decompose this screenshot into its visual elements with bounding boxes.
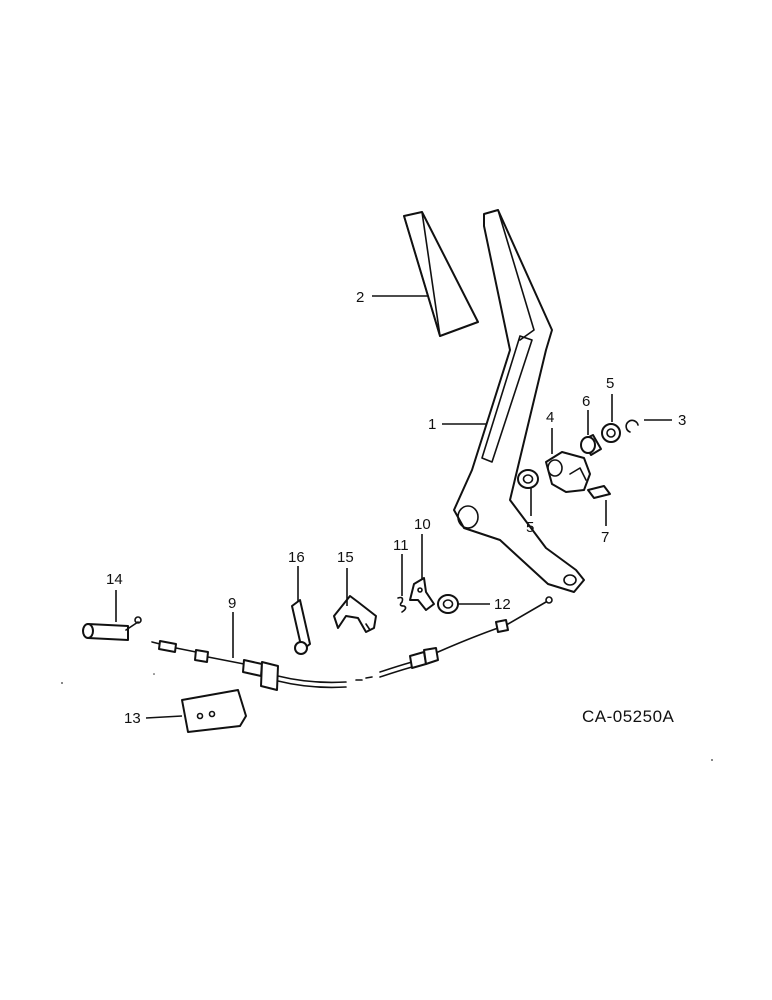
callout-13: 13 (124, 710, 141, 727)
key (587, 485, 611, 499)
bushing-lower (517, 469, 539, 489)
retaining-ring (625, 419, 639, 433)
callout-5-upper: 5 (606, 375, 614, 392)
callout-14: 14 (106, 571, 123, 588)
callout-2: 2 (356, 289, 364, 306)
grommet (437, 594, 459, 614)
throttle-cable (151, 596, 553, 691)
pedal-lever (453, 209, 585, 593)
bushing-upper (601, 423, 621, 443)
handle-pin (82, 616, 142, 641)
callouts: 1 2 3 4 5 5 6 7 9 10 11 12 13 14 15 16 (106, 289, 686, 727)
callout-5-lower: 5 (526, 519, 534, 536)
callout-16: 16 (288, 549, 305, 566)
leader-lines (115, 295, 672, 719)
mounting-plate (181, 689, 247, 733)
callout-9: 9 (228, 595, 236, 612)
cable-clamp (291, 599, 311, 655)
spring (397, 596, 407, 613)
sleeve (580, 434, 602, 456)
cable-bracket (333, 595, 377, 633)
callout-10: 10 (414, 516, 431, 533)
callout-12: 12 (494, 596, 511, 613)
callout-6: 6 (582, 393, 590, 410)
callout-7: 7 (601, 529, 609, 546)
pedal-pad (403, 211, 479, 337)
pivot-bracket (545, 451, 591, 493)
callout-15: 15 (337, 549, 354, 566)
callout-4: 4 (546, 409, 554, 426)
callout-3: 3 (678, 412, 686, 429)
clip (409, 577, 435, 611)
callout-11: 11 (393, 537, 409, 554)
drawing-code: CA-05250A (582, 707, 675, 726)
callout-1: 1 (428, 416, 436, 433)
